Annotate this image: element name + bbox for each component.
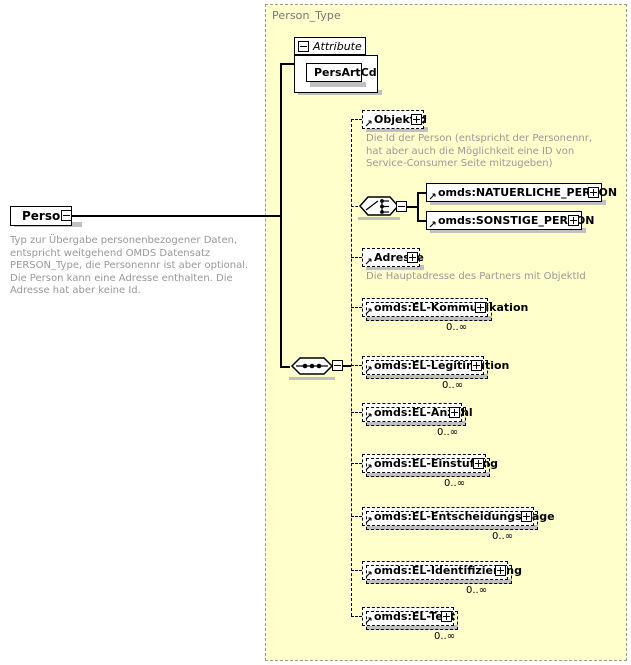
attribute-collapse-toggle[interactable] [298,41,309,52]
connector-choice-spine [417,192,419,221]
element-reference-arrow-icon [365,517,372,524]
connector-sequence-out [343,365,351,367]
el-einstufung-shadow [366,472,490,477]
person-documentation: Typ zur Übergabe personenbezogener Daten… [10,235,249,296]
el-entscheidungsfrage-occurrence: 0..∞ [492,531,514,542]
connector-el-anzahl [351,412,362,413]
persartcd-shadow [310,82,366,87]
element-objektid-label: ObjektId [374,113,427,126]
sequence-compositor[interactable] [288,355,350,385]
element-reference-arrow-icon [365,308,372,315]
adresse-expand-toggle[interactable] [407,252,418,263]
connector-root [72,215,280,217]
el-kommunikation-expand-toggle[interactable] [475,302,486,313]
element-el-identifizierung[interactable]: omds:EL-Identifizierung [362,561,522,580]
el-text-shadow [366,625,458,630]
connector-trunk [280,63,282,367]
element-sonstige-person[interactable]: omds:SONSTIGE_PERSON [426,211,594,230]
sonstige-person-expand-toggle[interactable] [568,215,579,226]
el-entscheidungsfrage-shadow [366,525,538,530]
sonstige-person-shadow [430,228,586,233]
connector-objektid [351,119,362,120]
connector-el-entscheidungsfrage [351,516,362,517]
objektid-shadow [366,127,428,132]
person-type-container [265,4,627,661]
element-el-kommunikation-label: omds:EL-Kommunikation [374,301,529,314]
person-collapse-toggle[interactable] [61,210,72,221]
connector-adresse [351,257,362,258]
element-adresse-label: Adresse [374,251,424,264]
el-anzahl-expand-toggle[interactable] [449,407,460,418]
element-person[interactable]: Person [10,206,72,226]
element-reference-arrow-icon [365,617,372,624]
element-reference-arrow-icon [365,571,372,578]
person-type-label: Person_Type [272,9,341,22]
el-anzahl-occurrence: 0..∞ [437,427,459,438]
element-el-identifizierung-label: omds:EL-Identifizierung [374,564,522,577]
attribute-section-header[interactable]: Attribute [294,37,366,55]
connector-el-kommunikation [351,307,362,308]
connector-el-einstufung [351,463,362,464]
element-el-legitimation[interactable]: omds:EL-Legitimation [362,356,509,375]
sequence-collapse-toggle[interactable] [332,360,343,371]
objektid-expand-toggle[interactable] [411,114,422,125]
connector-natuerliche-person [417,192,426,194]
connector-el-text [351,616,362,617]
element-el-entscheidungsfrage[interactable]: omds:EL-Entscheidungsfrage [362,507,555,526]
el-einstufung-occurrence: 0..∞ [444,478,466,489]
attribute-persartcd[interactable]: PersArtCd [306,63,377,82]
el-identifizierung-occurrence: 0..∞ [466,585,488,596]
element-reference-arrow-icon [365,258,372,265]
element-natuerliche-person[interactable]: omds:NATUERLICHE_PERSON [426,183,617,202]
el-identifizierung-expand-toggle[interactable] [495,565,506,576]
adresse-documentation: Die Hauptadresse des Partners mit Objekt… [366,271,586,282]
el-legitimation-expand-toggle[interactable] [471,360,482,371]
adresse-shadow [366,265,424,270]
element-sonstige-person-label: omds:SONSTIGE_PERSON [438,214,595,227]
element-adresse[interactable]: Adresse [362,248,424,267]
connector-choice-out [407,206,417,208]
connector-el-identifizierung [351,570,362,571]
element-el-legitimation-label: omds:EL-Legitimation [374,359,510,372]
element-el-einstufung[interactable]: omds:EL-Einstufung [362,454,498,473]
el-legitimation-shadow [366,374,488,379]
element-objektid[interactable]: ObjektId [362,110,427,129]
natuerliche-person-expand-toggle[interactable] [588,187,599,198]
element-reference-arrow-icon [365,120,372,127]
element-el-anzahl[interactable]: omds:EL-Anzahl [362,403,473,422]
element-el-entscheidungsfrage-label: omds:EL-Entscheidungsfrage [374,510,555,523]
element-person-label: Person [22,209,69,223]
element-el-einstufung-label: omds:EL-Einstufung [374,457,499,470]
attribute-section-label: Attribute [313,39,362,53]
element-natuerliche-person-label: omds:NATUERLICHE_PERSON [438,186,618,199]
connector-children-spine [351,119,352,616]
element-reference-arrow-icon [365,366,372,373]
attribute-persartcd-label: PersArtCd [314,66,377,79]
el-entscheidungsfrage-expand-toggle[interactable] [521,511,532,522]
element-el-kommunikation[interactable]: omds:EL-Kommunikation [362,298,528,317]
element-reference-arrow-icon [429,193,436,200]
element-el-text-label: omds:EL-Text [374,610,456,623]
element-el-anzahl-label: omds:EL-Anzahl [374,406,473,419]
el-text-occurrence: 0..∞ [434,631,456,642]
el-text-expand-toggle[interactable] [441,611,452,622]
el-einstufung-expand-toggle[interactable] [473,458,484,469]
el-legitimation-occurrence: 0..∞ [442,380,464,391]
el-kommunikation-shadow [366,316,492,321]
choice-collapse-toggle[interactable] [396,201,407,212]
choice-compositor[interactable] [356,195,414,225]
connector-choice [351,206,358,207]
connector-sequence-stub [280,366,290,368]
objektid-documentation: Die Id der Person (entspricht der Person… [366,133,593,169]
el-identifizierung-shadow [366,579,512,584]
connector-attribute-stub [280,63,294,65]
el-anzahl-shadow [366,421,466,426]
element-reference-arrow-icon [429,221,436,228]
natuerliche-person-shadow [430,200,606,205]
connector-sonstige-person [417,220,426,222]
connector-el-legitimation [351,365,362,366]
element-reference-arrow-icon [365,464,372,471]
element-reference-arrow-icon [365,413,372,420]
el-kommunikation-occurrence: 0..∞ [446,322,468,333]
